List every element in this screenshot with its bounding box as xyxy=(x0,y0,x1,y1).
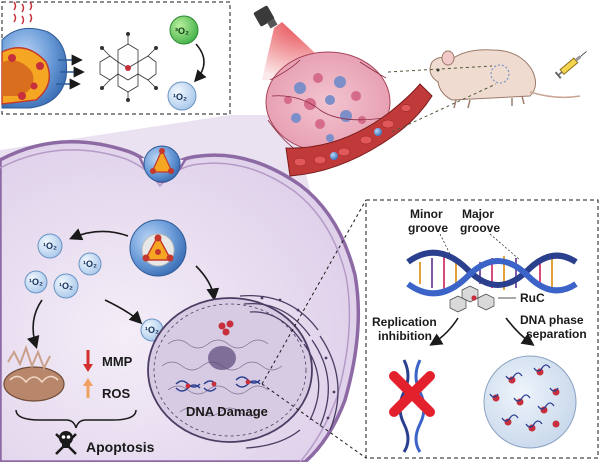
svg-text:¹O₂: ¹O₂ xyxy=(83,259,97,269)
singlet-oxygen-4: ¹O₂ xyxy=(53,273,79,299)
phase-sep-label-1: DNA phase xyxy=(520,313,584,327)
base-pairs xyxy=(419,256,553,290)
mouse xyxy=(429,49,581,109)
nanoparticle-cutaway xyxy=(1,27,68,109)
singlet-oxygen-2: ¹O₂ xyxy=(78,252,102,276)
laser-device xyxy=(253,5,278,29)
emission-arrows xyxy=(56,54,85,90)
cell-arrows xyxy=(27,228,220,350)
minor-groove-label-2: groove xyxy=(408,221,448,235)
phase-sep-label-2: separation xyxy=(526,327,587,341)
singlet-oxygen-inset: ¹O₂ xyxy=(167,81,197,111)
syringe-icon xyxy=(554,51,587,79)
svg-text:¹O₂: ¹O₂ xyxy=(59,281,73,291)
heat-waves-icon xyxy=(13,1,33,25)
mitochondrion xyxy=(3,345,65,402)
apoptosis-group: Apoptosis xyxy=(15,409,155,455)
svg-text:¹O₂: ¹O₂ xyxy=(29,277,43,287)
tumor xyxy=(265,51,391,153)
nanoparticle-large xyxy=(129,219,187,277)
singlet-oxygen-1: ¹O₂ xyxy=(37,233,63,259)
blood-vessel xyxy=(285,83,433,177)
nucleus: DNA Damage xyxy=(147,297,313,443)
major-groove-label-2: groove xyxy=(460,221,500,235)
nucleus-zoom-lines xyxy=(261,199,367,459)
ros-indicator: ROS xyxy=(83,378,131,401)
condensate-dots xyxy=(492,368,560,432)
tumor-zoom-lines xyxy=(387,65,497,133)
brace xyxy=(15,409,137,429)
minor-groove-label-1: Minor xyxy=(410,207,443,221)
replication-label-1: Replication xyxy=(372,315,437,329)
dna-helix xyxy=(406,249,578,297)
cell-membrane-inner xyxy=(0,149,351,462)
mmp-indicator: MMP xyxy=(83,350,133,372)
replication-label-2: inhibition xyxy=(378,329,432,343)
svg-text:¹O₂: ¹O₂ xyxy=(173,92,187,102)
svg-text:DNA Damage: DNA Damage xyxy=(186,404,268,419)
ruc-molecule xyxy=(449,285,495,313)
molecule-structure xyxy=(99,32,158,103)
conversion-arrow xyxy=(194,43,207,83)
phase-separation-droplet xyxy=(483,355,577,449)
ribosomes xyxy=(260,296,336,420)
svg-text:Apoptosis: Apoptosis xyxy=(86,439,155,455)
svg-text:¹O₂: ¹O₂ xyxy=(43,241,57,251)
major-groove-label-1: Major xyxy=(462,207,494,221)
svg-text:¹O₂: ¹O₂ xyxy=(145,325,159,335)
svg-text:MMP: MMP xyxy=(102,354,133,369)
skull-icon xyxy=(55,431,77,455)
singlet-oxygen-3: ¹O₂ xyxy=(24,270,48,294)
inset-arrows xyxy=(429,317,535,346)
endoplasmic-reticulum xyxy=(239,294,339,449)
tumor-vessels xyxy=(267,59,387,151)
svg-text:³O₂: ³O₂ xyxy=(175,26,189,36)
red-cross-icon xyxy=(389,371,435,417)
svg-text:ROS: ROS xyxy=(102,386,131,401)
nucleolus xyxy=(208,346,236,370)
svg-text:RuC: RuC xyxy=(520,291,545,305)
triplet-oxygen: ³O₂ xyxy=(169,15,199,45)
inset-photosensitization: ³O₂ ¹O₂ xyxy=(1,1,231,115)
endocytosis-nanoparticle xyxy=(138,145,187,184)
